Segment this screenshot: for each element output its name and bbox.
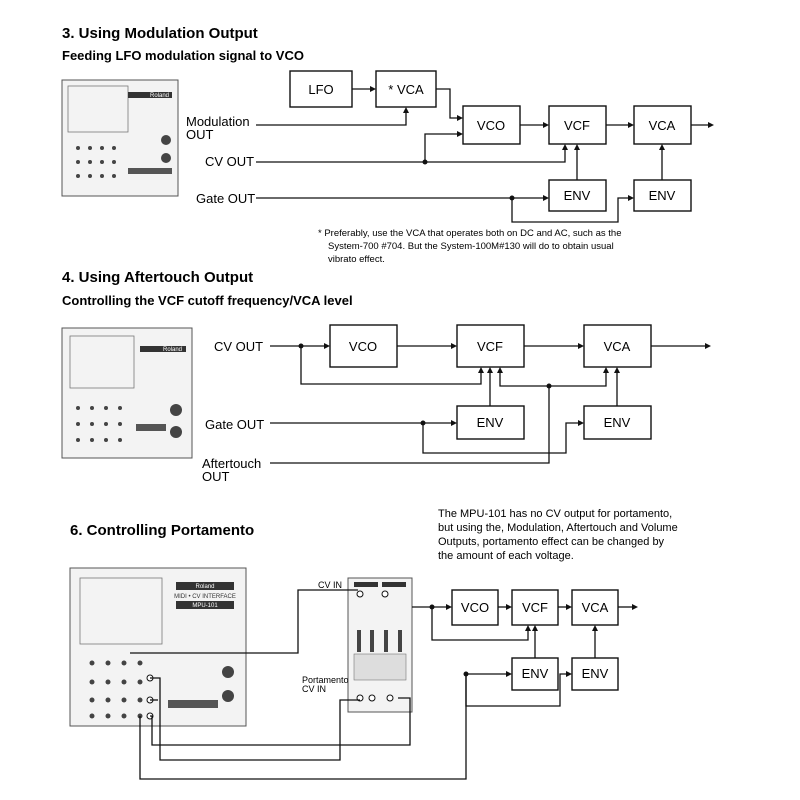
section3-title: 3. Using Modulation Output xyxy=(62,25,258,42)
s4-vca-block: VCA xyxy=(583,324,652,368)
device-model-name: MPU-101 xyxy=(192,603,218,609)
svg-text:VCF: VCF xyxy=(564,118,590,133)
s3-mod-label-2: OUT xyxy=(186,127,214,142)
section4-subtitle: Controlling the VCF cutoff frequency/VCA… xyxy=(62,293,353,308)
section6-title: 6. Controlling Portamento xyxy=(70,522,254,539)
s4-gate-label: Gate OUT xyxy=(205,417,264,432)
s6-env2-block: ENV xyxy=(571,657,619,691)
svg-text:VCF: VCF xyxy=(522,600,548,615)
s4-vco-block: VCO xyxy=(329,324,398,368)
s3-cv-label: CV OUT xyxy=(205,154,254,169)
svg-text:ENV: ENV xyxy=(477,415,504,430)
s3-lfo-block: LFO xyxy=(289,70,353,108)
mpu101-device-image-2: Roland xyxy=(61,327,193,459)
mpu101-device-image-1: Roland xyxy=(61,79,179,197)
s3-gate-label: Gate OUT xyxy=(196,191,255,206)
svg-text:VCF: VCF xyxy=(477,339,503,354)
s6-env1-block: ENV xyxy=(511,657,559,691)
section3-subtitle: Feeding LFO modulation signal to VCO xyxy=(62,48,304,63)
s4-after-label-1: Aftertouch xyxy=(202,456,261,471)
device-model-line: MIDI • CV INTERFACE xyxy=(174,594,236,600)
s6-porta-label-1: Portamento xyxy=(302,675,349,685)
section4-title: 4. Using Aftertouch Output xyxy=(62,269,253,286)
s3-vca-star-block: * VCA xyxy=(375,70,437,108)
s4-env1-block: ENV xyxy=(456,405,525,440)
s3-env2-block: ENV xyxy=(633,179,692,212)
svg-text:ENV: ENV xyxy=(649,188,676,203)
svg-text:ENV: ENV xyxy=(604,415,631,430)
s6-paragraph-line2: but using the, Modulation, Aftertouch an… xyxy=(438,522,678,534)
svg-text:ENV: ENV xyxy=(522,666,549,681)
s4-cv-label: CV OUT xyxy=(214,339,263,354)
s3-env1-block: ENV xyxy=(548,179,607,212)
s4-env2-block: ENV xyxy=(583,405,652,440)
s4-after-label-2: OUT xyxy=(202,469,230,484)
s6-wiring xyxy=(130,589,638,780)
svg-text:VCA: VCA xyxy=(582,600,609,615)
s3-vca-block: VCA xyxy=(633,105,692,145)
svg-text:VCO: VCO xyxy=(477,118,505,133)
svg-text:ENV: ENV xyxy=(582,666,609,681)
svg-text:VCA: VCA xyxy=(649,118,676,133)
s4-vcf-block: VCF xyxy=(456,324,525,368)
s3-footnote-line3: vibrato effect. xyxy=(328,254,385,265)
s3-wiring xyxy=(256,86,714,223)
s6-vca-block: VCA xyxy=(571,589,619,626)
device-brand-2: Roland xyxy=(163,347,182,353)
svg-text:* VCA: * VCA xyxy=(388,82,424,97)
s6-paragraph-line3: Outputs, portamento effect can be change… xyxy=(438,536,665,548)
s6-porta-label-2: CV IN xyxy=(302,684,326,694)
device-brand-3: Roland xyxy=(195,584,214,590)
svg-text:ENV: ENV xyxy=(564,188,591,203)
svg-text:VCA: VCA xyxy=(604,339,631,354)
mpu101-device-image-3: Roland MIDI • CV INTERFACE MPU-101 xyxy=(69,567,247,727)
s3-footnote-line1: * Preferably, use the VCA that operates … xyxy=(318,228,621,239)
s6-vcf-block: VCF xyxy=(511,589,559,626)
s3-mod-label-1: Modulation xyxy=(186,114,250,129)
svg-text:LFO: LFO xyxy=(308,82,333,97)
s6-paragraph-line4: the amount of each voltage. xyxy=(438,550,574,562)
s4-wiring xyxy=(270,343,711,464)
svg-text:VCO: VCO xyxy=(461,600,489,615)
device-brand-1: Roland xyxy=(150,93,169,99)
s6-cv-in-label: CV IN xyxy=(318,580,342,590)
s6-vco-block: VCO xyxy=(451,589,499,626)
s3-footnote-line2: System-700 #704. But the System-100M#130… xyxy=(328,241,614,252)
system100m-module-image xyxy=(347,577,413,713)
s3-vco-block: VCO xyxy=(462,105,521,145)
svg-text:VCO: VCO xyxy=(349,339,377,354)
s6-paragraph-line1: The MPU-101 has no CV output for portame… xyxy=(438,508,672,520)
s3-vcf-block: VCF xyxy=(548,105,607,145)
